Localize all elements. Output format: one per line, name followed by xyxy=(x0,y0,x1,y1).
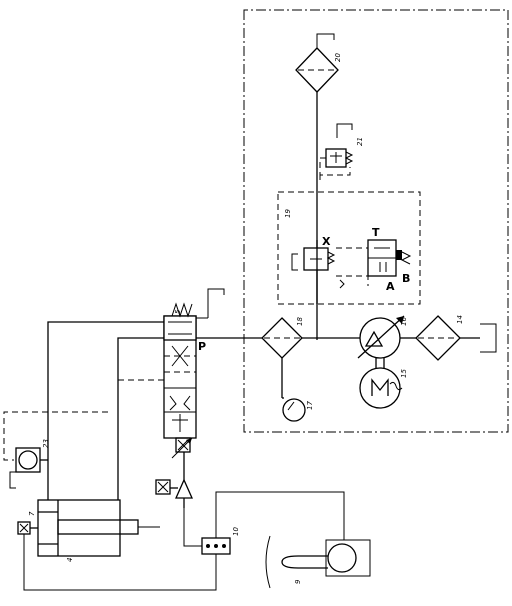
port-b: B xyxy=(402,272,410,285)
label-16: 16 xyxy=(400,317,408,326)
label-21: 21 xyxy=(356,137,364,146)
label-14: 14 xyxy=(456,315,464,324)
label-18: 18 xyxy=(296,317,304,326)
label-19: 19 xyxy=(284,209,292,218)
label-9: 9 xyxy=(294,579,302,584)
port-x: X xyxy=(322,235,331,248)
joystick-base-9 xyxy=(327,543,357,573)
valve-block-19 xyxy=(277,191,421,305)
label-23: 23 xyxy=(42,439,50,448)
label-15: 15 xyxy=(400,369,408,378)
suction-filter-14 xyxy=(415,315,461,361)
tank-symbol-23 xyxy=(9,471,16,489)
tank-symbol-20 xyxy=(316,33,335,48)
solenoid-actuator xyxy=(175,437,191,453)
piston-rod xyxy=(57,519,139,535)
relief-valve xyxy=(303,247,329,271)
port-t: T xyxy=(372,226,380,239)
label-7: 7 xyxy=(28,511,36,516)
tank-symbol-14 xyxy=(480,323,497,353)
electric-motor-15 xyxy=(359,367,401,409)
power-unit-boundary xyxy=(243,9,509,433)
port-p: P xyxy=(198,340,206,353)
tank-symbol-19 xyxy=(291,253,298,271)
tank-symbol-21 xyxy=(336,123,353,138)
joystick-handle xyxy=(281,555,328,569)
label-20: 20 xyxy=(334,53,342,62)
amplifier xyxy=(174,478,194,499)
tank-symbol-5 xyxy=(207,288,225,303)
label-17: 17 xyxy=(306,401,314,410)
label-10: 10 xyxy=(232,527,240,536)
pressure-gauge-17 xyxy=(282,398,306,422)
label-4: 4 xyxy=(66,558,74,562)
position-sensor xyxy=(155,479,171,495)
variable-pump-16 xyxy=(359,317,401,359)
port-a: A xyxy=(386,280,395,293)
cylinder-4 xyxy=(37,499,121,557)
